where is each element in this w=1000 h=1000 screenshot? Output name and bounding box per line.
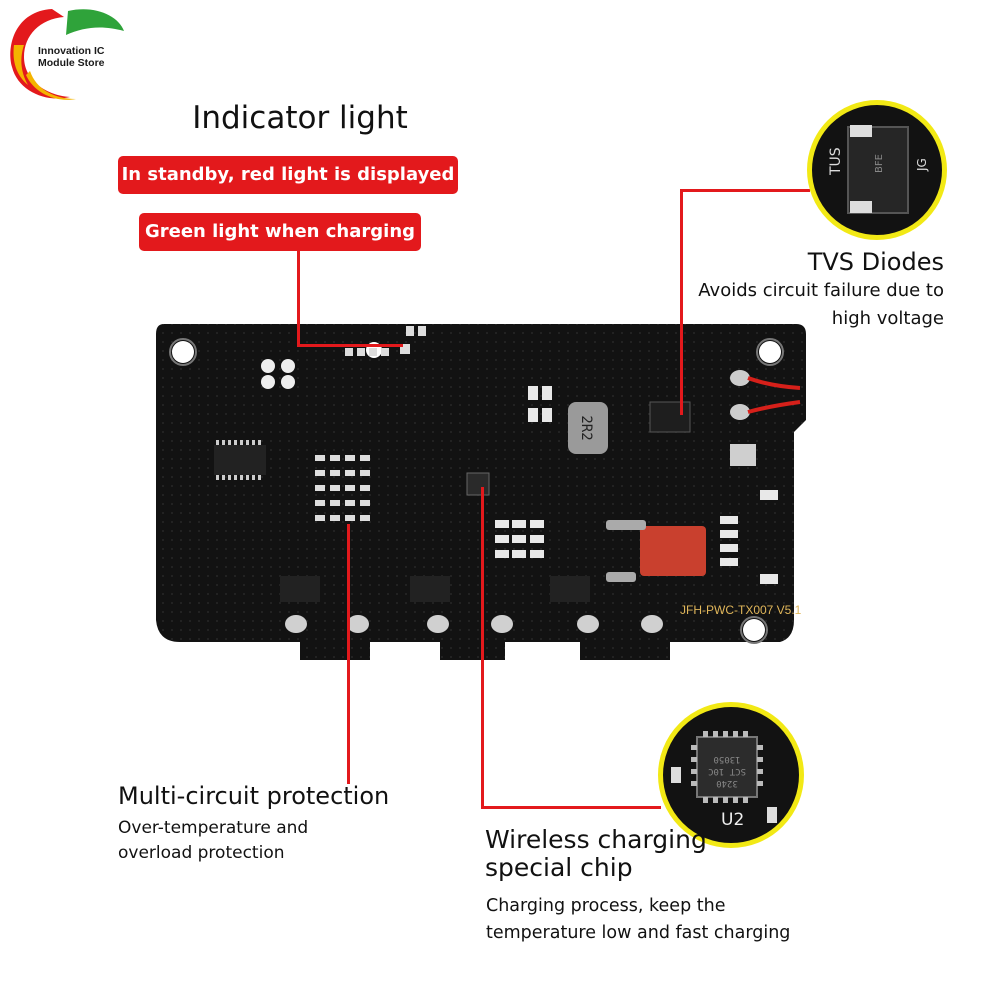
tvs-desc-line-1: Avoids circuit failure due to bbox=[698, 280, 944, 301]
board-model-label: JFH-PWC-TX007 V5.1 bbox=[680, 603, 802, 617]
wcc-callout-line-v bbox=[481, 487, 484, 809]
tvs-diode-inset: TUS BFE JG bbox=[807, 100, 947, 240]
logo-line-2: Module Store bbox=[38, 57, 105, 69]
wireless-chip-closeup-image: 13050 SCT 10C 3240 U2 bbox=[671, 731, 777, 830]
mcp-title: Multi-circuit protection bbox=[118, 782, 390, 810]
tvs-diode-closeup-image: TUS BFE JG bbox=[828, 125, 929, 214]
wcc-chip-mark-3: 3240 bbox=[716, 778, 738, 788]
tvs-description: Avoids circuit failure due to high volta… bbox=[660, 277, 944, 333]
tvs-title: TVS Diodes bbox=[807, 248, 944, 276]
tvs-mark-jg: JG bbox=[915, 158, 929, 172]
wcc-chip-mark-2: SCT 10C bbox=[708, 766, 746, 776]
tvs-callout-line-v bbox=[680, 189, 683, 415]
tvs-mark-bfe: BFE bbox=[874, 154, 885, 173]
logo-line-1: Innovation IC bbox=[38, 45, 105, 57]
standby-label: In standby, red light is displayed bbox=[118, 156, 458, 194]
charging-label: Green light when charging bbox=[139, 213, 421, 251]
inductor-label: 2R2 bbox=[578, 415, 594, 440]
mcp-desc-line-2: overload protection bbox=[118, 843, 285, 863]
wcc-desc-line-1: Charging process, keep the bbox=[486, 896, 726, 916]
wcc-callout-line-h bbox=[481, 806, 661, 809]
wcc-desc-line-2: temperature low and fast charging bbox=[486, 923, 791, 943]
pcb-board-image: 2R2 JFH-PWC-TX007 V5.1 bbox=[156, 324, 806, 660]
indicator-callout-line bbox=[297, 251, 300, 347]
wcc-description: Charging process, keep the temperature l… bbox=[486, 893, 846, 947]
store-logo-leaf-icon bbox=[10, 9, 124, 100]
wcc-title: Wireless charging special chip bbox=[485, 826, 785, 882]
tvs-desc-line-2: high voltage bbox=[831, 308, 944, 329]
wcc-title-line-2: special chip bbox=[485, 853, 633, 882]
mcp-callout-line bbox=[347, 524, 350, 784]
wcc-chip-mark-1: 13050 bbox=[713, 754, 740, 764]
wcc-title-line-1: Wireless charging bbox=[485, 825, 707, 854]
indicator-callout-line-h bbox=[297, 344, 403, 347]
indicator-title: Indicator light bbox=[192, 100, 408, 136]
pcb-board: 2R2 JFH-PWC-TX007 V5.1 bbox=[150, 320, 810, 665]
store-logo: Innovation IC Module Store bbox=[6, 5, 130, 105]
mcp-description: Over-temperature and overload protection bbox=[118, 816, 418, 866]
wcc-silkscreen-u2: U2 bbox=[721, 810, 744, 830]
tvs-mark-tus: TUS bbox=[828, 147, 844, 176]
wireless-chip-inset: 13050 SCT 10C 3240 U2 bbox=[658, 702, 804, 848]
tvs-callout-line-h bbox=[680, 189, 810, 192]
mcp-desc-line-1: Over-temperature and bbox=[118, 818, 309, 838]
